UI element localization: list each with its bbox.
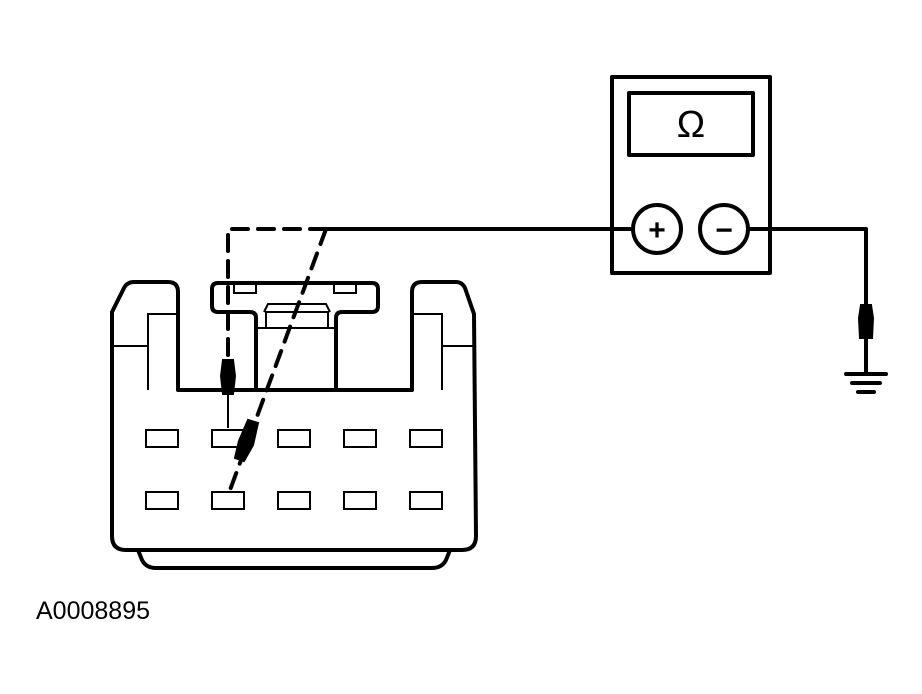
pin-cavity [409,429,443,448]
ohmmeter-display [627,91,755,157]
pin-row-upper [145,429,443,448]
positive-terminal-label: + [648,214,666,247]
pin-cavity [211,491,245,510]
pin-cavity [145,429,179,448]
test-probe-icon [219,359,237,428]
pin-cavity [343,429,377,448]
ground-probe-icon [857,304,875,374]
ohmmeter-body [610,75,772,275]
negative-lead-wire [746,227,868,307]
connector-body [110,280,478,570]
ohm-symbol: Ω [677,104,705,146]
negative-terminal-label: − [715,214,733,247]
dashed-lead-path [226,227,328,360]
ground-symbol-icon [844,372,888,394]
dashed-lead-diagonal [228,227,328,492]
pin-cavity [277,491,311,510]
test-probe-icon [233,418,260,463]
pin-cavity [343,491,377,510]
pin-row-lower [145,491,443,510]
pin-cavity [409,491,443,510]
figure-id: A0008895 [36,597,150,625]
ohmmeter-icon: Ω + − [610,75,772,275]
pin-cavity [145,491,179,510]
pin-cavity [277,429,311,448]
